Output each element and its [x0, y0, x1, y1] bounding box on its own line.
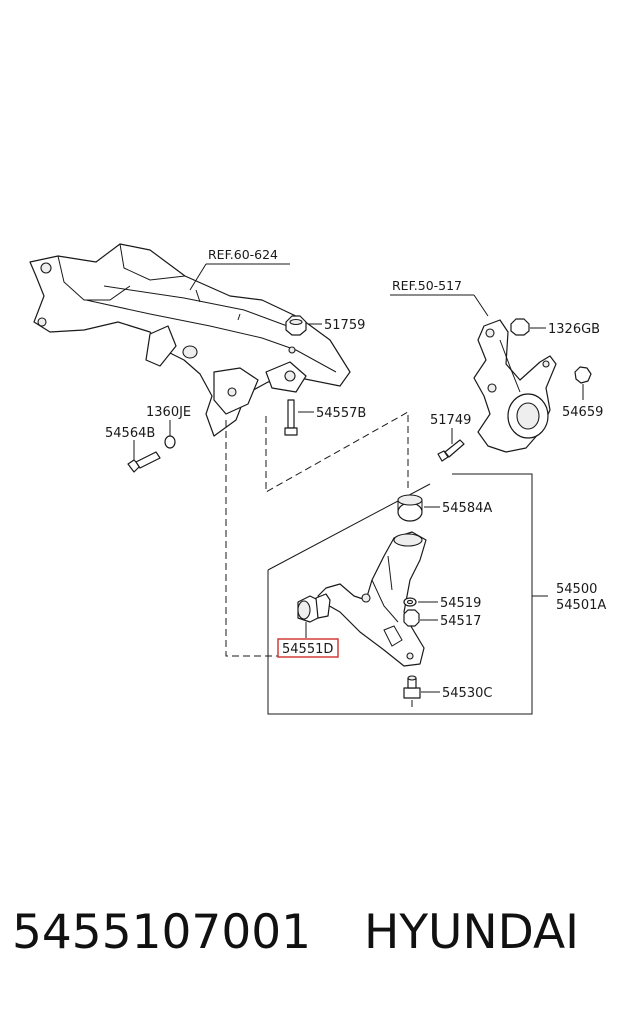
nut-1326GB: 1326GB — [510, 318, 600, 337]
svg-text:54501A: 54501A — [556, 598, 606, 613]
parts-diagram: REF.60-624 51759 54557B 1360JE 54564B — [29, 243, 606, 715]
ball-joint-54530C: 54530C — [403, 675, 492, 701]
svg-text:54500: 54500 — [556, 582, 597, 597]
svg-text:54659: 54659 — [562, 405, 603, 420]
steering-knuckle — [473, 319, 557, 453]
svg-text:54557B: 54557B — [316, 406, 366, 421]
svg-text:54519: 54519 — [440, 596, 481, 611]
nut-54659: 54659 — [562, 366, 603, 420]
part-number: 5455107001 — [12, 905, 312, 960]
svg-text:REF.60-624: REF.60-624 — [208, 247, 278, 262]
nut-51759: 51759 — [285, 315, 365, 336]
subframe — [29, 243, 351, 437]
svg-text:54530C: 54530C — [442, 686, 492, 701]
nut-54517: 54517 — [403, 609, 481, 629]
svg-text:54564B: 54564B — [105, 426, 155, 441]
svg-text:54584A: 54584A — [442, 501, 492, 516]
assembly-dash-lines — [225, 411, 413, 707]
bolt-54564B: 54564B — [105, 426, 161, 473]
washer-54519: 54519 — [403, 596, 481, 611]
caption: 5455107001 HYUNDAI — [0, 905, 620, 975]
ref-60-624: REF.60-624 — [189, 247, 290, 291]
svg-text:REF.50-517: REF.50-517 — [392, 278, 462, 293]
brand-name: HYUNDAI — [364, 905, 579, 960]
svg-text:1326GB: 1326GB — [548, 322, 600, 337]
bushing-54584A: 54584A — [397, 494, 492, 522]
svg-text:51759: 51759 — [324, 318, 365, 333]
lower-arm-kit-box: 54500 54501A — [267, 473, 606, 715]
svg-text:1360JE: 1360JE — [146, 405, 191, 420]
washer-1360JE: 1360JE — [146, 405, 191, 449]
svg-text:54551D: 54551D — [282, 642, 333, 657]
svg-text:54517: 54517 — [440, 614, 481, 629]
ref-50-517: REF.50-517 — [390, 278, 489, 317]
bolt-54557B: 54557B — [284, 399, 366, 436]
svg-text:51749: 51749 — [430, 413, 471, 428]
bolt-51749: 51749 — [430, 413, 471, 462]
highlighted-part-label[interactable]: 54551D — [277, 638, 339, 658]
lower-control-arm — [317, 531, 427, 667]
bushing-54551D — [297, 593, 331, 638]
